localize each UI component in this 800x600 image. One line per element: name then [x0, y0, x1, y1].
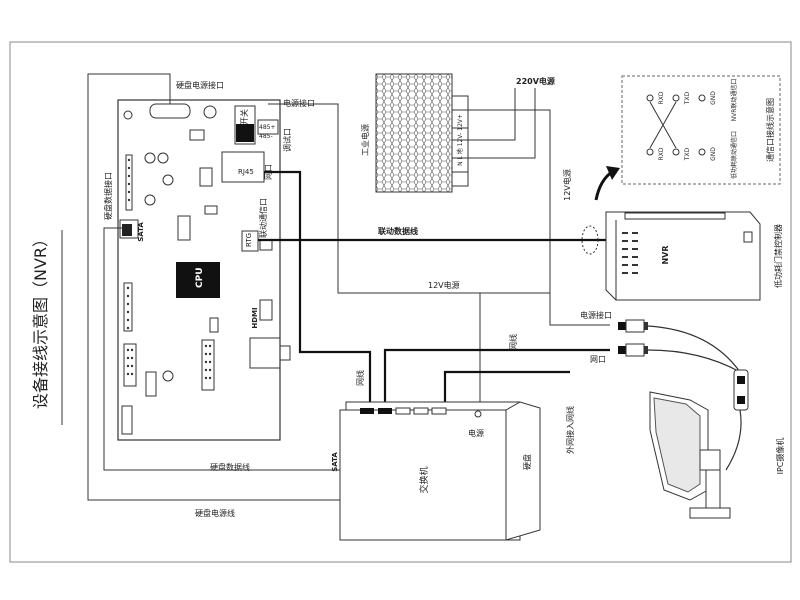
linkage-connector-marker [581, 225, 599, 255]
rtg-label: RTG [245, 233, 253, 247]
svg-text:硬盘: 硬盘 [522, 454, 532, 470]
svg-text:外网接入网线: 外网接入网线 [565, 406, 575, 454]
rj45-connector [618, 343, 648, 357]
cable-network-2-label: 网线 [508, 334, 518, 350]
nvr-board [117, 99, 291, 441]
svg-text:开关: 开关 [239, 109, 249, 125]
svg-text:TXD: TXD [684, 91, 691, 105]
controller-name-label: 低功耗门禁控制器 [773, 224, 783, 288]
svg-text:网口: 网口 [264, 164, 273, 180]
svg-text:通信口接线示意图: 通信口接线示意图 [765, 98, 775, 162]
controller-brand-logo: NVR [661, 245, 670, 264]
svg-text:HDMI: HDMI [251, 307, 259, 328]
linkage-data-line-label: 联动数据线 [378, 226, 418, 236]
debug-port-label: 调试口 [282, 128, 292, 152]
ipc-camera [649, 391, 731, 519]
svg-text:工业电源: 工业电源 [360, 124, 370, 156]
svg-text:联动通信口: 联动通信口 [258, 198, 268, 238]
access-controller [605, 211, 761, 301]
dc12-horizontal-label: 12V电源 [428, 280, 460, 290]
psu-terminals-label: N L 地 12V- 12V+ [456, 114, 464, 166]
arrow-icon [594, 170, 613, 201]
svg-text:GND: GND [710, 91, 717, 105]
thick-wires [258, 170, 610, 410]
svg-text:N L 地 12V- 12V+: N L 地 12V- 12V+ [456, 114, 464, 166]
industrial-psu-label: 工业电源 [360, 124, 370, 156]
network-port-board-label: 网口 [264, 164, 273, 180]
svg-text:GND: GND [710, 147, 717, 161]
svg-text:SATA: SATA [331, 452, 339, 472]
svg-text:硬盘数据接口: 硬盘数据接口 [103, 172, 113, 220]
switch-name-label: 交换机 [418, 466, 430, 493]
sata-board-label: SATA [137, 222, 145, 242]
hdd-power-port-label: 硬盘电源接口 [176, 80, 224, 90]
cable-network-1-label: 网线 [355, 370, 365, 386]
svg-text:网线: 网线 [508, 334, 518, 350]
svg-text:RTG: RTG [245, 233, 253, 247]
comm-bottom-txd: TXD [684, 147, 691, 161]
hard-disk-label: 硬盘 [522, 454, 532, 470]
rj45-label: RJ45 [238, 168, 254, 176]
switch-box [339, 401, 541, 541]
page-title: 设备接线示意图（NVR） [31, 231, 50, 409]
dc-power-connector [618, 319, 648, 333]
ipc-camera-label: IPC摄像机 [775, 438, 785, 475]
power-port-top-label: 电源接口 [283, 98, 315, 108]
sata-bottom-label: SATA [331, 452, 339, 472]
comm-diagram-inset [621, 75, 781, 185]
svg-text:低功耗门禁控制器: 低功耗门禁控制器 [773, 224, 783, 288]
network-port-right-label: 网口 [590, 355, 606, 364]
comm-bottom-gnd: GND [710, 147, 717, 161]
power-port-right-label: 电源接口 [580, 310, 612, 320]
svg-text:SATA: SATA [137, 222, 145, 242]
camera-cable [647, 325, 742, 471]
svg-text:TXD: TXD [684, 147, 691, 161]
comm-bottom-rxd: RXD [658, 147, 665, 160]
switch-power-label: 电源 [468, 428, 484, 438]
rs485-a-label: 485+ [259, 124, 275, 131]
svg-text:RXD: RXD [658, 147, 665, 160]
comm-diagram-title: 通信口接线示意图 [765, 98, 775, 162]
svg-text:RXD: RXD [658, 91, 665, 104]
comm-top-rxd: RXD [658, 91, 665, 104]
hdd-data-port-label: 硬盘数据接口 [103, 172, 113, 220]
svg-text:低功耗联动通信口: 低功耗联动通信口 [730, 131, 738, 179]
arrow-head-icon [606, 166, 620, 180]
switch-label: 开关 [239, 109, 249, 125]
nvr-linkage-comm-label: NVR联动通信口 [730, 79, 738, 122]
rs485-b-label: 485- [259, 133, 273, 140]
comm-top-gnd: GND [710, 91, 717, 105]
thin-wires [87, 73, 610, 501]
svg-text:NVR: NVR [661, 245, 670, 264]
svg-text:设备接线示意图（NVR）: 设备接线示意图（NVR） [31, 231, 50, 409]
dc12-vertical-label: 12V电源 [562, 169, 572, 201]
hdd-power-line-label: 硬盘电源线 [195, 508, 235, 518]
svg-text:调试口: 调试口 [282, 128, 292, 152]
outer-frame [9, 41, 792, 563]
hdmi-label: HDMI [251, 307, 259, 328]
svg-text:IPC摄像机: IPC摄像机 [775, 438, 785, 475]
comm-top-txd: TXD [684, 91, 691, 105]
industrial-psu [375, 73, 469, 193]
lowpower-linkage-comm-label: 低功耗联动通信口 [730, 131, 738, 179]
board-pins [126, 158, 212, 380]
svg-text:网线: 网线 [355, 370, 365, 386]
svg-text:12V电源: 12V电源 [562, 169, 572, 201]
hdd-data-line-label: 硬盘数据线 [210, 462, 250, 472]
linkage-comm-port-label: 联动通信口 [258, 198, 268, 238]
ac220-label: 220V电源 [516, 76, 555, 86]
svg-text:交换机: 交换机 [418, 466, 430, 493]
external-network-label: 外网接入网线 [565, 406, 575, 454]
svg-text:NVR联动通信口: NVR联动通信口 [730, 79, 738, 122]
cpu-label: CPU [195, 267, 205, 288]
